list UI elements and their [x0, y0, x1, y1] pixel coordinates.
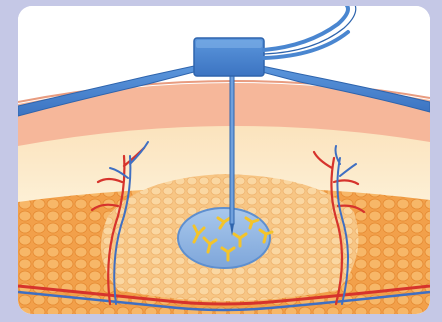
illustration-panel — [18, 6, 430, 314]
fluid-pocket — [178, 208, 270, 268]
skin-illustration — [18, 6, 430, 314]
needle-icon — [230, 64, 234, 236]
